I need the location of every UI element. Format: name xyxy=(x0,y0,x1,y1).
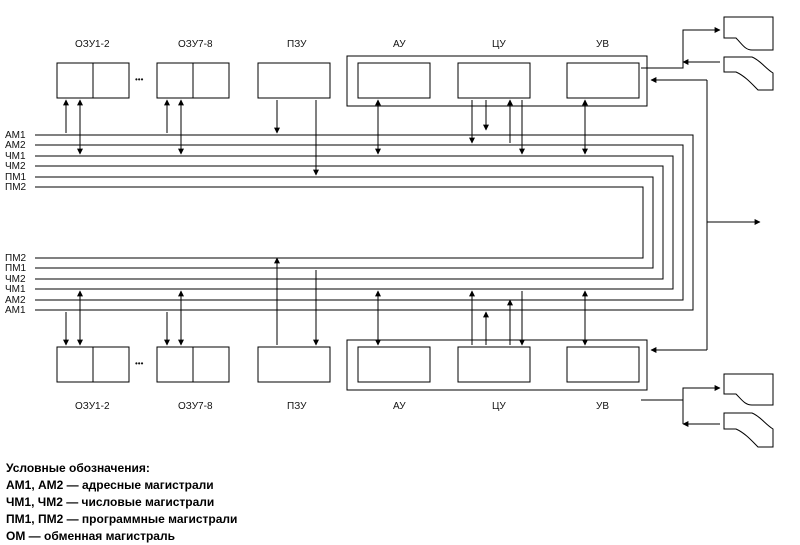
bottom-peripheral-devices xyxy=(723,373,774,448)
bottom-peripheral-device-2 xyxy=(723,412,774,448)
top-label-cu: ЦУ xyxy=(492,39,506,50)
top-bus-lines xyxy=(35,134,694,311)
top-bus-label-pm1: ПМ1 xyxy=(5,172,27,183)
top-peripheral-device-2 xyxy=(723,56,774,91)
top-uv-block xyxy=(566,62,640,99)
top-au-block xyxy=(357,62,431,99)
top-peripheral-devices xyxy=(723,16,774,91)
top-label-pzu: ПЗУ xyxy=(287,39,307,50)
legend-title: Условные обозначения: xyxy=(6,461,150,475)
bottom-bus-label-pm1: ПМ1 xyxy=(5,263,27,274)
top-bus-label-am2: АМ2 xyxy=(5,140,26,151)
bottom-ellipsis: ••• xyxy=(135,359,144,368)
bottom-uv-block xyxy=(566,346,640,383)
top-bus-labels: АМ1 АМ2 ЧМ1 ЧМ2 ПМ1 ПМ2 xyxy=(5,130,27,193)
top-processor-frame xyxy=(346,55,648,107)
top-label-ozu7: ОЗУ7-8 xyxy=(178,39,213,50)
bottom-label-ozu1: ОЗУ1-2 xyxy=(75,401,110,412)
top-label-au: АУ xyxy=(393,39,406,50)
bottom-bus-label-am1: АМ1 xyxy=(5,305,26,316)
top-label-ozu1: ОЗУ1-2 xyxy=(75,39,110,50)
bottom-label-pzu: ПЗУ xyxy=(287,401,307,412)
bottom-cu-block xyxy=(457,346,531,383)
top-bus-label-chm2: ЧМ2 xyxy=(5,161,26,172)
top-ellipsis: ••• xyxy=(135,75,144,84)
bottom-connections xyxy=(63,257,588,346)
bottom-processor-frame xyxy=(346,339,648,391)
top-bus-label-pm2: ПМ2 xyxy=(5,182,27,193)
top-connections xyxy=(63,99,588,176)
bottom-bus-label-am2: АМ2 xyxy=(5,295,26,306)
top-label-uv: УВ xyxy=(596,39,609,50)
top-bus-label-chm1: ЧМ1 xyxy=(5,151,26,162)
bottom-label-uv: УВ xyxy=(596,401,609,412)
bottom-au-block xyxy=(357,346,431,383)
bottom-bus-label-chm2: ЧМ2 xyxy=(5,274,26,285)
top-peripheral-device-1 xyxy=(723,16,774,51)
bottom-bus-label-chm1: ЧМ1 xyxy=(5,284,26,295)
legend-line-exchange: ОМ — обменная магистраль xyxy=(6,529,175,543)
bottom-pzu-block xyxy=(257,346,331,383)
top-cu-block xyxy=(457,62,531,99)
legend: Условные обозначения: АМ1, АМ2 — адресны… xyxy=(6,460,237,545)
top-pzu-block xyxy=(257,62,331,99)
bottom-label-cu: ЦУ xyxy=(492,401,506,412)
legend-line-numeric: ЧМ1, ЧМ2 — числовые магистрали xyxy=(6,495,215,509)
bottom-bus-labels: ПМ2 ПМ1 ЧМ2 ЧМ1 АМ2 АМ1 xyxy=(5,253,27,316)
bottom-bus-label-pm2: ПМ2 xyxy=(5,253,27,264)
bottom-label-ozu7: ОЗУ7-8 xyxy=(178,401,213,412)
legend-line-address: АМ1, АМ2 — адресные магистрали xyxy=(6,478,214,492)
exchange-bus xyxy=(641,27,761,427)
legend-line-program: ПМ1, ПМ2 — программные магистрали xyxy=(6,512,238,526)
bottom-label-au: АУ xyxy=(393,401,406,412)
top-bus-label-am1: АМ1 xyxy=(5,130,26,141)
bottom-peripheral-device-1 xyxy=(723,373,774,406)
